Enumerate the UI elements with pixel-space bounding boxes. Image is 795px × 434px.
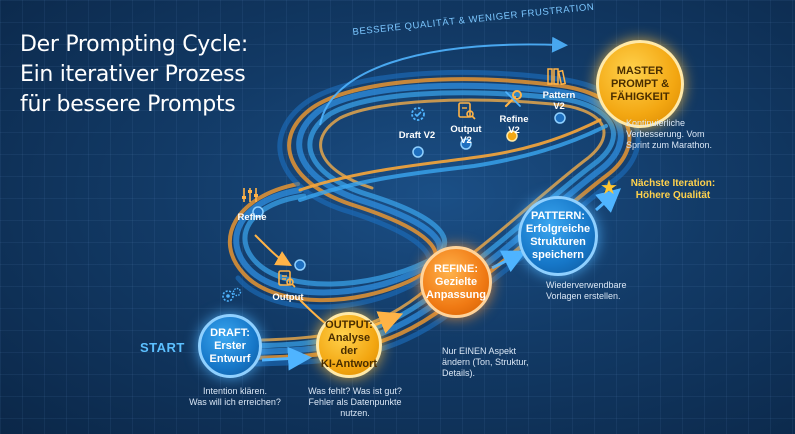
draft-line2: Erster xyxy=(214,339,246,352)
refine-v2-line-2: V2 xyxy=(508,125,520,136)
pattern-v2-label: Pattern V2 xyxy=(536,90,582,112)
master-caption: Kontinuierliche Verbesserung. Vom Sprint… xyxy=(626,118,746,151)
pattern-caption: Wiederverwendbare Vorlagen erstellen. xyxy=(546,280,666,302)
master-line3: FÄHIGKEIT xyxy=(610,90,670,103)
output-v2-line-2: V2 xyxy=(460,135,472,146)
refine-caption: Nur EINEN Aspekt ändern (Ton, Struktur, … xyxy=(442,346,552,379)
master-caption-3: Sprint zum Marathon. xyxy=(626,140,713,150)
next-iteration-line-2: Höhere Qualität xyxy=(635,190,711,201)
output-line2: Analyse der xyxy=(327,332,371,357)
output-line1: OUTPUT: xyxy=(325,319,373,331)
title-line-2: Ein iterativer Prozess xyxy=(20,62,246,87)
refine-caption-1: Nur EINEN Aspekt xyxy=(442,346,517,356)
pattern-line4: speichern xyxy=(532,249,584,261)
star-icon: ★ xyxy=(600,177,618,199)
output-v2-label: Output V2 xyxy=(444,124,488,146)
master-caption-2: Verbesserung. Vom xyxy=(626,129,705,139)
draft-caption-2: Was will ich erreichen? xyxy=(189,397,281,407)
start-label: START xyxy=(140,340,185,355)
title-line-3: für bessere Prompts xyxy=(20,92,236,117)
title-line-1: Der Prompting Cycle: xyxy=(20,32,248,57)
master-caption-1: Kontinuierliche xyxy=(626,118,686,128)
refine-v2-label: Refine V2 xyxy=(492,114,536,136)
gear-check-icon xyxy=(411,107,425,121)
pattern-node: PATTERN: Erfolgreiche Strukturen speiche… xyxy=(518,196,598,276)
output-v2-line-1: Output xyxy=(450,124,482,135)
pattern-line2: Erfolgreiche xyxy=(525,223,591,235)
clipboard-v2-icon xyxy=(458,102,476,120)
refine-v2-line-1: Refine xyxy=(499,114,529,125)
wrench-icon xyxy=(504,90,522,108)
pattern-caption-1: Wiederverwendbare xyxy=(546,280,627,290)
page-title: Der Prompting Cycle: Ein iterativer Proz… xyxy=(20,30,310,120)
pattern-line1: PATTERN: xyxy=(531,210,585,222)
refine-left-label: Refine xyxy=(237,212,267,223)
output-caption-2: Fehler als Datenpunkte xyxy=(308,397,402,407)
master-node: MASTER PROMPT & FÄHIGKEIT xyxy=(596,40,684,128)
draft-caption: Intention klären. Was will ich erreichen… xyxy=(180,386,290,408)
pattern-v2-line-2: V2 xyxy=(553,101,565,112)
refine-caption-3: Details). xyxy=(442,368,476,378)
refine-line1: REFINE: xyxy=(434,262,478,275)
refine-line2: Gezielte xyxy=(434,275,478,288)
output-caption: Was fehlt? Was ist gut? Fehler als Daten… xyxy=(300,386,410,419)
next-iteration-label: Nächste Iteration: Höhere Qualität xyxy=(618,178,728,202)
draft-line1: DRAFT: xyxy=(210,326,250,339)
master-line1: MASTER xyxy=(616,64,664,77)
sliders-icon xyxy=(242,188,258,202)
gears-icon xyxy=(222,287,242,302)
refine-node: REFINE: Gezielte Anpassung xyxy=(420,246,492,318)
output-left-label: Output xyxy=(272,292,304,303)
refine-line3: Anpassung xyxy=(426,288,486,301)
pattern-caption-2: Vorlagen erstellen. xyxy=(546,291,621,301)
pattern-v2-line-1: Pattern xyxy=(542,90,576,101)
master-line2: PROMPT & xyxy=(610,77,670,90)
output-node: OUTPUT: Analyse der KI-Antwort xyxy=(316,312,382,378)
output-caption-3: nutzen. xyxy=(340,408,370,418)
refine-caption-2: ändern (Ton, Struktur, xyxy=(442,357,529,367)
draft-line3: Entwurf xyxy=(209,352,251,365)
output-caption-1: Was fehlt? Was ist gut? xyxy=(308,386,402,396)
draft-node: DRAFT: Erster Entwurf xyxy=(198,314,262,378)
next-iteration-line-1: Nächste Iteration: xyxy=(630,178,716,189)
output-line3: KI-Antwort xyxy=(320,358,378,370)
books-icon xyxy=(547,68,567,86)
draft-v2-label: Draft V2 xyxy=(398,130,436,141)
clipboard-search-icon xyxy=(278,270,296,288)
draft-caption-1: Intention klären. xyxy=(202,386,268,396)
pattern-line3: Strukturen xyxy=(530,236,586,248)
